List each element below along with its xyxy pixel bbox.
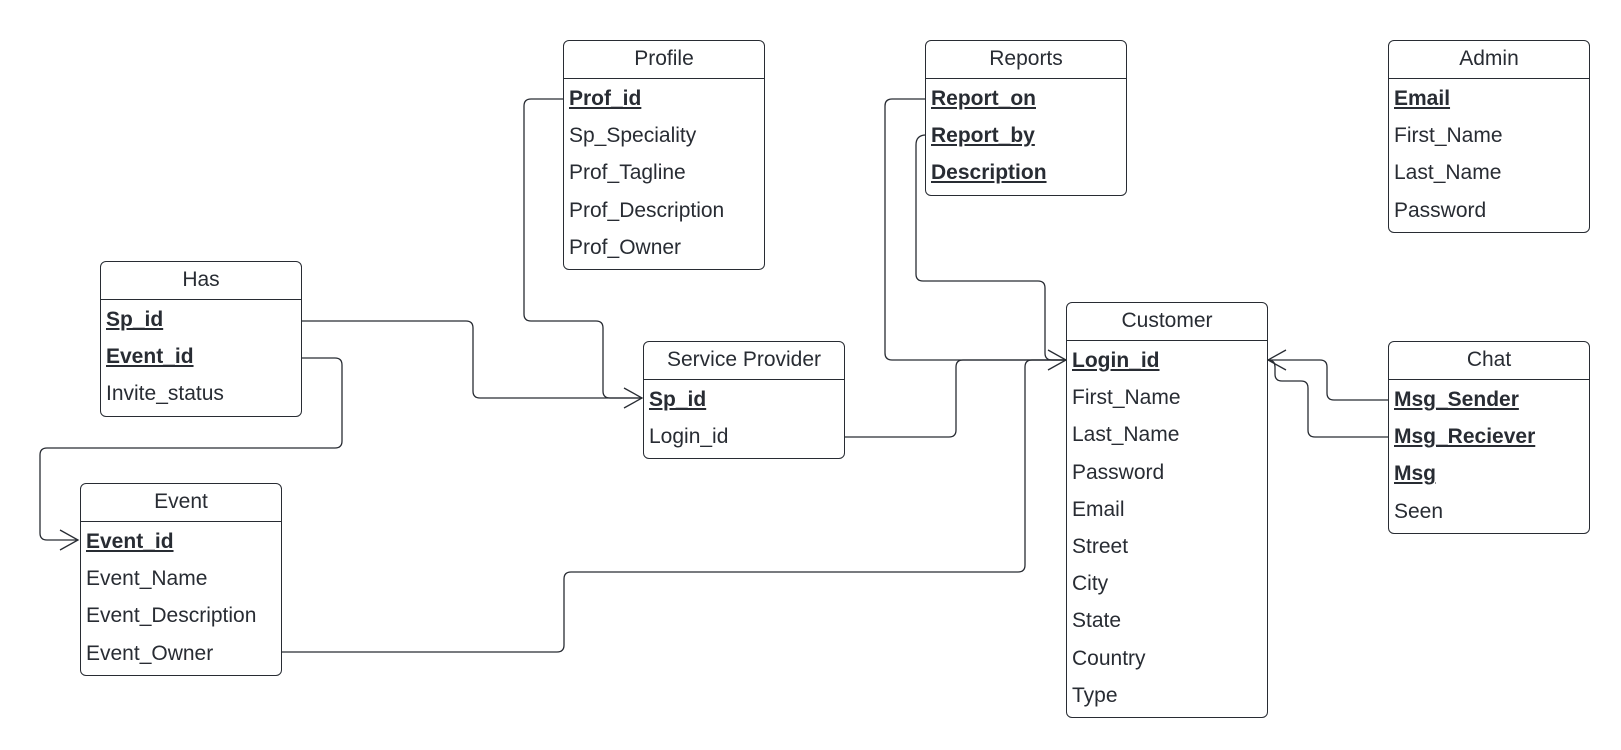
- attribute: Password: [1072, 460, 1165, 484]
- entity-event[interactable]: Event Event_id Event_Name Event_Descript…: [80, 483, 282, 676]
- attribute: Password: [1394, 198, 1487, 222]
- attribute: Street: [1072, 534, 1129, 558]
- entity-title: Event: [81, 484, 281, 522]
- entity-chat[interactable]: Chat Msg_Sender Msg_Reciever Msg Seen: [1388, 341, 1590, 534]
- connector-service-provider-to-customer: [845, 359, 1066, 438]
- attribute: First_Name: [1394, 124, 1503, 148]
- entity-title: Reports: [926, 41, 1126, 79]
- attribute: Prof_Tagline: [569, 161, 686, 185]
- attribute: Login_id: [649, 425, 729, 449]
- attribute: Last_Name: [1072, 423, 1180, 447]
- entity-title: Admin: [1389, 41, 1589, 79]
- attribute: Prof_Owner: [569, 235, 682, 259]
- attribute: Type: [1072, 683, 1118, 707]
- entity-title: Service Provider: [644, 342, 844, 380]
- attribute: Last_Name: [1394, 161, 1502, 185]
- entity-service-provider[interactable]: Service Provider Sp_id Login_id: [643, 341, 845, 460]
- entity-reports[interactable]: Reports Report_on Report_by Description: [925, 40, 1127, 196]
- attribute: State: [1072, 609, 1122, 633]
- attribute: City: [1072, 572, 1109, 596]
- attribute-key: Event_id: [106, 345, 194, 369]
- attribute-key: Sp_id: [649, 388, 707, 411]
- attribute-key: Msg_Sender: [1394, 388, 1519, 411]
- attribute-key: Msg_Reciever: [1394, 425, 1536, 449]
- connector-reports-by-to-customer: [915, 134, 1066, 361]
- attribute: Event_Name: [86, 567, 208, 591]
- connector-chat-sender-to-customer: [1268, 359, 1389, 401]
- entity-title: Chat: [1389, 342, 1589, 380]
- attribute-key: Prof_id: [569, 87, 642, 110]
- connector-profile-to-service-provider: [523, 98, 642, 399]
- entity-title: Has: [101, 262, 301, 300]
- attribute-key: Email: [1394, 87, 1451, 110]
- attribute: Seen: [1394, 499, 1444, 523]
- entity-title: Profile: [564, 41, 764, 79]
- attribute-key: Event_id: [86, 530, 174, 553]
- entity-profile[interactable]: Profile Prof_id Sp_Speciality Prof_Tagli…: [563, 40, 765, 270]
- attribute-key: Description: [931, 161, 1047, 185]
- arrowhead-event-event-id: [59, 529, 80, 551]
- attribute: Event_Description: [86, 604, 257, 628]
- entity-admin[interactable]: Admin Email First_Name Last_Name Passwor…: [1388, 40, 1590, 233]
- entity-title: Customer: [1067, 303, 1267, 341]
- connector-event-to-customer: [282, 359, 1066, 653]
- attribute: Invite_status: [106, 382, 224, 406]
- attribute-key: Report_on: [931, 87, 1036, 110]
- connector-has-to-event: [39, 357, 343, 541]
- attribute-key: Sp_id: [106, 308, 164, 331]
- attribute: First_Name: [1072, 386, 1181, 410]
- attribute: Sp_Speciality: [569, 124, 697, 148]
- attribute: Prof_Description: [569, 198, 725, 222]
- connector-has-to-service-provider: [302, 320, 642, 399]
- attribute-key: Msg: [1394, 462, 1436, 486]
- attribute: Email: [1072, 497, 1125, 521]
- connector-reports-on-to-customer: [884, 98, 1066, 361]
- arrowhead-customer-from-chat: [1266, 349, 1287, 371]
- entity-customer[interactable]: Customer Login_id First_Name Last_Name P…: [1066, 302, 1268, 718]
- attribute: Event_Owner: [86, 641, 214, 665]
- attribute-key: Login_id: [1072, 349, 1160, 372]
- attribute: Country: [1072, 646, 1146, 670]
- entity-has[interactable]: Has Sp_id Event_id Invite_status: [100, 261, 302, 417]
- attribute-key: Report_by: [931, 124, 1035, 148]
